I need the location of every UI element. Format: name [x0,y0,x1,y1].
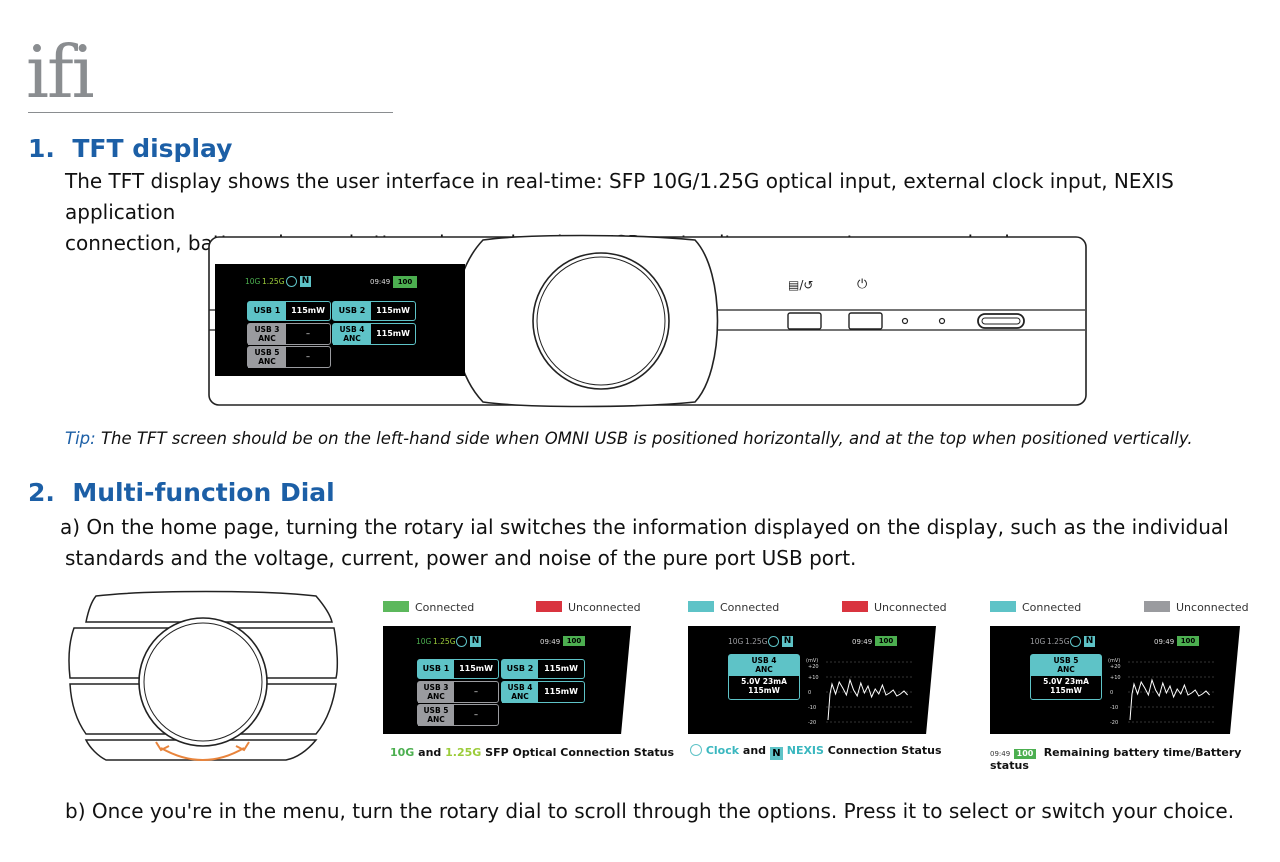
device-screen-content: 10G 1.25G N 09:49 100 USB 1 115mW USB 2 … [215,264,465,376]
panel-1-screen: 10G 1.25G N 09:49 100 USB 1 115mW USB 2 … [383,626,631,734]
battery-icon: 100 [563,636,585,646]
nexis-icon: N [300,276,311,287]
panel-1-caption: 10G and 1.25G SFP Optical Connection Sta… [390,746,675,759]
net-10g-label: 10G [245,277,261,286]
plot-tick-label: +10 [1110,675,1121,681]
nexis-icon: N [769,747,783,760]
panel-2-legend-connected: Connected [688,601,779,614]
panel-2-caption: Clock and N NEXIS Connection Status [690,744,942,760]
time-label: 09:49 [370,278,391,286]
plot-tick-label: -20 [808,720,816,726]
section-1-title: TFT display [72,134,233,163]
nexis-icon: N [782,636,793,647]
port-tile-usb2: USB 2 115mW [501,659,585,679]
port-tile-usb2: USB 2 115mW [332,301,416,321]
section-2-title: Multi-function Dial [72,478,335,507]
panel-2-noise-plot: (mV)+20 +10 0 -10 -20 [806,658,912,726]
dial-illustration [68,590,339,761]
plot-tick-label: 0 [1110,690,1113,696]
clock-icon [768,636,779,647]
battery-icon: 100 [1177,636,1199,646]
panel-3-legend-unconnected: Unconnected [1144,601,1249,614]
battery-icon: 100 [875,636,897,646]
connected-swatch [990,601,1016,612]
panel-3-caption: 09:49 100 Remaining battery time/Battery… [990,746,1242,772]
plot-unit-label: (mV) [806,658,818,664]
usb-c-port-shape [977,313,1025,329]
menu-back-icon: ▤/↺ [788,278,814,292]
nexis-icon: N [470,636,481,647]
ifi-logo: ifi [26,30,95,114]
plot-tick-label: 0 [808,690,811,696]
menu-button-shape [787,312,822,330]
plot-tick-label: -10 [1110,705,1118,711]
panel-1-legend-connected: Connected [383,601,474,614]
panel-3-noise-plot: (mV)+20 +10 0 -10 -20 [1108,658,1214,726]
section-2-para-b: b) Once you're in the menu, turn the rot… [65,799,1235,823]
section-2-heading: 2. Multi-function Dial [28,478,335,507]
tip-note: Tip: The TFT screen should be on the lef… [65,429,1193,448]
tip-text: The TFT screen should be on the left-han… [95,429,1193,448]
noise-waveform [1129,678,1210,721]
power-button-shape [848,312,883,330]
section-2-line-1: a) On the home page, turning the rotary … [60,515,1229,539]
plot-unit-label: (mV) [1108,658,1120,664]
clock-icon [1070,636,1081,647]
section-1-line-1: The TFT display shows the user interface… [65,169,1174,224]
plot-tick-label: +10 [808,675,819,681]
clock-icon [286,276,297,287]
noise-waveform [827,678,908,721]
unconnected-swatch [536,601,562,612]
plot-tick-label: +20 [1110,664,1121,670]
clock-icon [456,636,467,647]
section-2-para-a: a) On the home page, turning the rotary … [60,512,1275,574]
clock-icon [690,744,702,756]
unconnected-swatch [1144,601,1170,612]
connected-swatch [383,601,409,612]
section-2-line-2: standards and the voltage, current, powe… [65,546,857,570]
section-1-heading: 1. TFT display [28,134,233,163]
port-tile-usb1: USB 1 115mW [247,301,331,321]
rotation-arrow [160,747,245,761]
panel-2-legend-unconnected: Unconnected [842,601,947,614]
plot-tick-label: +20 [808,664,819,670]
port-tile-usb1: USB 1 115mW [417,659,499,679]
nexis-icon: N [1084,636,1095,647]
net-125g-label: 1.25G [262,277,285,286]
plot-tick-label: -20 [1110,720,1118,726]
unconnected-swatch [842,601,868,612]
power-icon: ⏻ [857,277,868,292]
tip-label: Tip: [65,429,96,448]
panel-3-legend-connected: Connected [990,601,1081,614]
battery-icon: 100 [1014,749,1037,759]
panel-1-legend-unconnected: Unconnected [536,601,641,614]
plot-tick-label: -10 [808,705,816,711]
battery-icon: 100 [393,276,417,288]
connected-swatch [688,601,714,612]
logo-divider [28,112,393,113]
